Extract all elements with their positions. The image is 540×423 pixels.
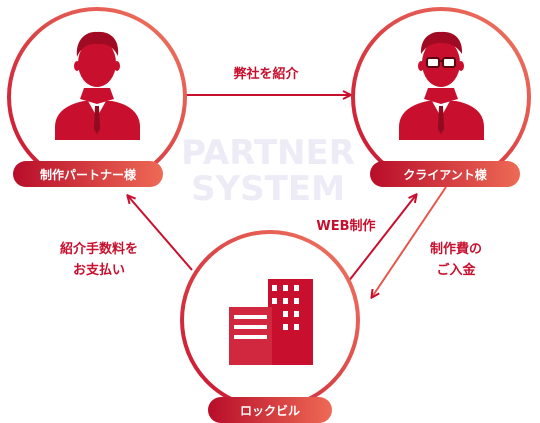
- node-partner: 制作パートナー様: [7, 7, 187, 187]
- watermark-system: SYSTEM: [191, 169, 345, 209]
- businessman-glasses-icon: [399, 31, 484, 140]
- flow-label-fee-2: お支払い: [73, 262, 125, 278]
- node-client: クライアント様: [351, 7, 531, 187]
- office-building-icon: [229, 279, 313, 365]
- node-partner-label: 制作パートナー様: [40, 167, 137, 182]
- node-company-label: ロックビル: [240, 403, 300, 418]
- flow-label-web-production: WEB制作: [316, 218, 375, 234]
- flow-label-introduce: 弊社を紹介: [233, 66, 299, 82]
- node-client-label: クライアント様: [403, 167, 488, 182]
- watermark-partner: PARTNER: [181, 133, 355, 173]
- arrow-fee-payment: [128, 196, 193, 271]
- node-company-pill: [208, 397, 332, 423]
- flow-label-payment-in-2: ご入金: [436, 262, 476, 278]
- businessman-icon: [55, 31, 140, 140]
- arrow-web-production: [347, 195, 416, 283]
- node-company: ロックビル: [180, 230, 360, 423]
- node-partner-pill: [13, 161, 163, 187]
- arrow-payment-in: [372, 186, 447, 297]
- flow-label-payment-in-1: 制作費の: [430, 241, 482, 257]
- flow-label-fee-1: 紹介手数料を: [60, 241, 138, 257]
- connectors: [128, 95, 447, 297]
- node-client-pill: [370, 161, 520, 187]
